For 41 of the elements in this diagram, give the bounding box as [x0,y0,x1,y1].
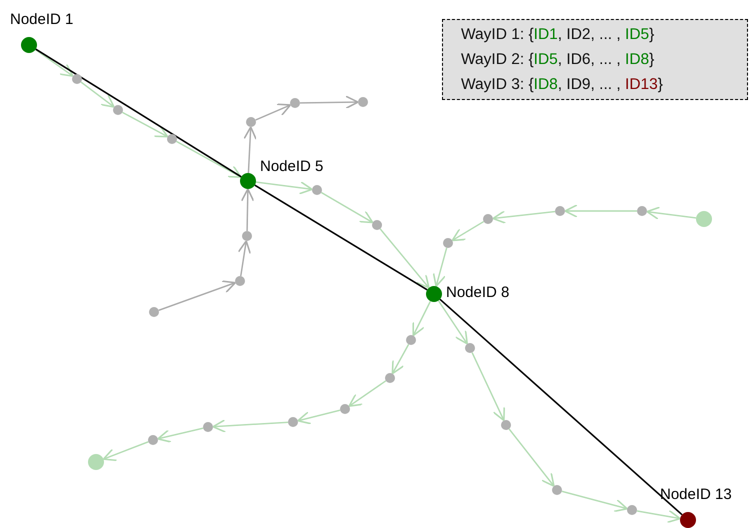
arrow [102,441,149,462]
arrow [438,300,468,345]
arrow [320,192,374,224]
connector-line [35,48,242,178]
arrow [348,380,386,407]
arrow [238,240,252,276]
node-label: NodeID 8 [446,284,510,302]
arrow [158,280,236,311]
node-label: NodeID 1 [10,11,74,29]
arrow [240,188,254,232]
arrow [380,228,430,289]
arrow [157,427,204,443]
connector-line [439,298,683,516]
way-list-text: WayID 1: {ID1, ID2, ... , ID5} [461,25,656,45]
arrow [392,344,410,374]
arrow [562,490,628,512]
arrow [564,204,637,218]
way-list-text: WayID 3: {ID8, ID9, ... , ID13} [461,75,664,95]
arrow [256,181,313,195]
arrow [255,103,292,121]
arrow [243,126,257,174]
arrow [636,510,681,524]
arrow [471,352,506,422]
arrow [212,419,288,433]
arrow [80,81,115,108]
arrow [492,210,556,224]
arrow [297,410,340,424]
node-label: NodeID 13 [660,486,732,504]
arrow [176,140,242,178]
connector-line [254,184,428,291]
arrow [452,220,484,242]
arrow [646,206,696,220]
arrow [432,248,448,288]
way-list-box [442,19,748,100]
node-label: NodeID 5 [260,158,324,176]
arrow [300,95,359,110]
way-list-text: WayID 2: {ID5, ID6, ... , ID8} [461,50,656,70]
arrow [35,49,74,77]
arrow [508,428,555,487]
arrow [412,300,432,336]
arrow [122,112,168,138]
